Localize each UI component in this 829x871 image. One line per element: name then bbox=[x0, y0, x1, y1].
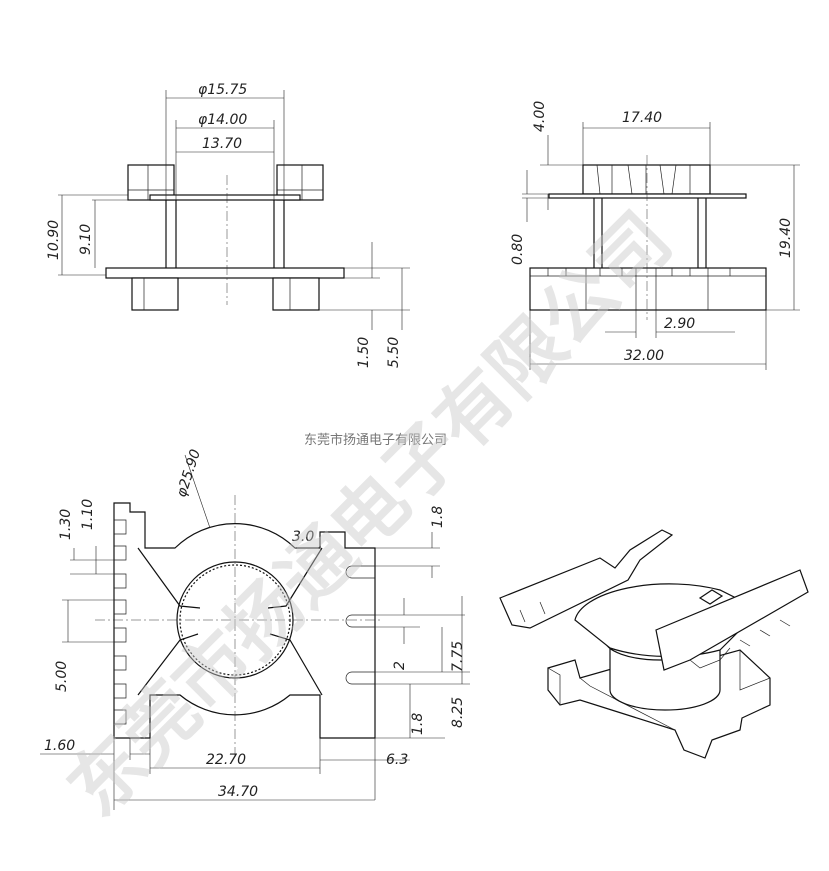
iso-left-arm-detail bbox=[519, 601, 546, 623]
dim-13-70: 13.70 bbox=[202, 136, 242, 152]
dim-6-3: 6.3 bbox=[386, 752, 408, 768]
lower-base bbox=[529, 267, 767, 311]
iso-right-arm-teeth bbox=[689, 619, 791, 669]
dim-1-10: 1.10 bbox=[80, 499, 96, 530]
lower-flange bbox=[105, 267, 345, 279]
upper-right-flange bbox=[276, 164, 324, 201]
dim-22-70: 22.70 bbox=[206, 752, 246, 768]
dim-8-25: 8.25 bbox=[450, 697, 466, 728]
dim-d-25-90: φ25.90 bbox=[174, 447, 204, 499]
lower-left-foot bbox=[131, 277, 179, 311]
iso-base-edges bbox=[547, 650, 771, 731]
lower-right-foot bbox=[272, 277, 320, 311]
dim-5-00: 5.00 bbox=[54, 661, 70, 692]
top-left-view: φ15.75 φ14.00 13.70 10.90 9.10 1.50 5.50 bbox=[46, 82, 410, 368]
upper-left-flange bbox=[127, 164, 175, 201]
dim-2: 2 bbox=[392, 661, 408, 670]
dim-d-14-00: φ14.00 bbox=[198, 112, 247, 128]
inner-frame bbox=[137, 547, 323, 696]
upper-block bbox=[582, 164, 711, 195]
isometric-view bbox=[499, 529, 809, 759]
dim-3-0: 3.0 bbox=[292, 529, 314, 545]
right-slots bbox=[345, 565, 375, 685]
top-plate bbox=[548, 193, 747, 199]
company-caption: 东莞市扬通电子有限公司 bbox=[304, 432, 447, 448]
dim-7-75: 7.75 bbox=[450, 641, 466, 672]
dim-0-80: 0.80 bbox=[510, 234, 526, 265]
dim-5-50: 5.50 bbox=[386, 337, 402, 368]
dim-4-00: 4.00 bbox=[532, 101, 548, 132]
dim-17-40: 17.40 bbox=[622, 110, 662, 126]
dim-32-00: 32.00 bbox=[624, 348, 664, 364]
iso-tab bbox=[698, 589, 724, 605]
dim-1-60: 1.60 bbox=[44, 738, 75, 754]
iso-left-arm bbox=[499, 529, 674, 629]
pin-comb bbox=[114, 519, 127, 725]
dim-d-15-75: φ15.75 bbox=[198, 82, 247, 98]
bobbin-outline bbox=[113, 502, 376, 739]
dim-1-50: 1.50 bbox=[356, 337, 372, 368]
dim-1-8-top: 1.8 bbox=[430, 506, 446, 528]
dim-1-30: 1.30 bbox=[58, 509, 74, 540]
dim-1-8-bottom: 1.8 bbox=[410, 713, 426, 735]
dim-9-10: 9.10 bbox=[78, 224, 94, 255]
bottom-left-view: φ25.90 1.30 1.10 5.00 3.0 1.8 2 7.75 8.2… bbox=[40, 447, 470, 810]
dim-2-90: 2.90 bbox=[664, 316, 695, 332]
dim-34-70: 34.70 bbox=[218, 784, 258, 800]
top-right-view: 17.40 4.00 0.80 19.40 2.90 32.00 bbox=[510, 101, 800, 370]
dim-19-40: 19.40 bbox=[778, 218, 794, 258]
iso-right-arm bbox=[655, 569, 809, 671]
upper-plate bbox=[149, 194, 301, 201]
dim-10-90: 10.90 bbox=[46, 220, 62, 260]
